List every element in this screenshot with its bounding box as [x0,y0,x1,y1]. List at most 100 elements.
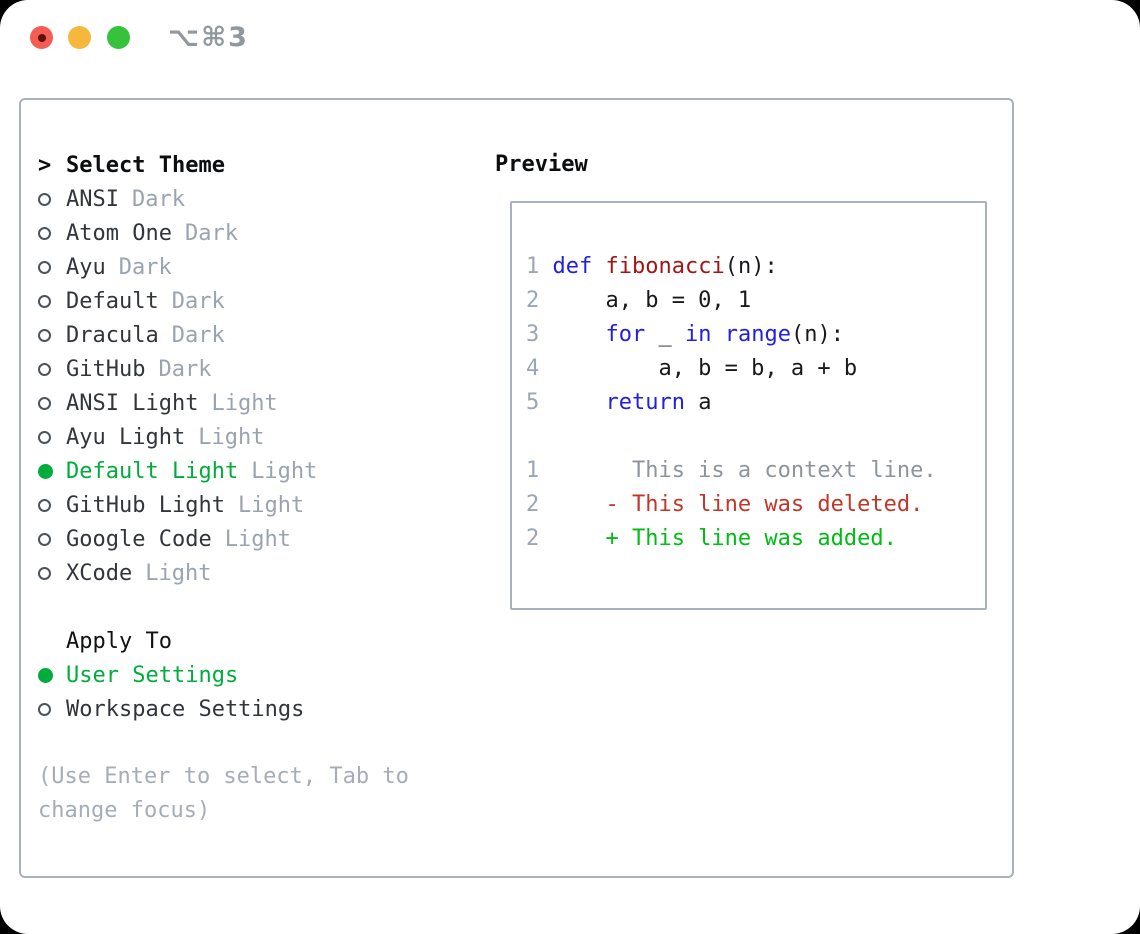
theme-variant-label: Light [211,390,278,416]
code-token-fn: fibonacci [605,254,725,279]
theme-variant-label: Light [198,424,265,450]
theme-option-label: Google Code [66,526,212,552]
theme-variant-label: Dark [131,186,185,212]
theme-option-atom-one[interactable]: Atom One Dark [38,216,488,250]
radio-dot-empty [38,260,51,274]
theme-variant-label: Dark [158,356,212,382]
code-token-pl [592,254,605,279]
radio-icon [38,328,66,342]
radio-dot-empty [38,566,51,580]
theme-option-ayu-light[interactable]: Ayu Light Light [38,420,488,454]
line-number: 1 [526,254,540,279]
theme-option-github[interactable]: GitHub Dark [38,352,488,386]
radio-icon [38,396,66,410]
theme-option-ayu[interactable]: Ayu Dark [38,250,488,284]
code-token-pl: a, b = 0, 1 [552,288,752,313]
preview-line: 3 for _ in range(n): [526,318,985,352]
code-token-kw: return [605,390,685,415]
theme-option-label: Default [66,288,159,314]
apply-option-workspace-settings[interactable]: Workspace Settings [38,692,488,726]
theme-variant-label: Dark [184,220,238,246]
theme-option-default-light[interactable]: Default Light Light [38,454,488,488]
code-token-pl: a, b = b, a + b [552,356,858,381]
code-token-kw: range [724,322,791,347]
zoom-button[interactable] [107,26,130,49]
line-number: 2 [526,492,540,517]
radio-dot-empty [38,226,51,240]
select-theme-header-label: Select Theme [66,152,225,178]
theme-variant-label: Dark [171,322,225,348]
line-number: 4 [526,356,540,381]
apply-option-user-settings[interactable]: User Settings [38,658,488,692]
line-number: 2 [526,288,540,313]
theme-variant-label: Light [224,526,291,552]
code-token-pl [552,322,605,347]
code-token-pl: a [684,390,712,415]
code-token-del: - This line was deleted. [552,492,924,517]
radio-icon [38,294,66,308]
theme-option-label: Ayu Light [66,424,186,450]
window-shortcut-label: ⌥⌘3 [168,22,249,53]
theme-option-label: ANSI [66,186,119,212]
code-token-pl: (n): [724,254,778,279]
code-token-kw: in [684,322,712,347]
theme-option-label: Default Light [66,458,239,484]
theme-variant-label: Dark [118,254,172,280]
radio-dot-empty [38,430,51,444]
radio-icon [38,226,66,240]
radio-dot-empty [38,328,51,342]
theme-option-label: GitHub Light [66,492,225,518]
minimize-button[interactable] [68,26,91,49]
code-token-pl: (n): [790,322,844,347]
radio-icon [38,260,66,274]
radio-dot-filled [38,667,53,683]
line-number: 3 [526,322,540,347]
radio-dot-empty [38,532,51,546]
select-theme-header: > Select Theme [38,148,488,182]
theme-option-ansi[interactable]: ANSI Dark [38,182,488,216]
theme-option-label: Ayu [66,254,106,280]
apply-option-label: Workspace Settings [66,696,305,722]
apply-to-header-label: Apply To [66,628,172,654]
code-token-pl: _ [645,322,685,347]
radio-icon [38,430,66,444]
code-token-kw: for [605,322,646,347]
radio-icon [38,566,66,580]
theme-option-label: ANSI Light [66,390,199,416]
code-token-add: + This line was added. [552,526,897,551]
code-token-kw: def [552,254,593,279]
theme-option-label: Atom One [66,220,172,246]
radio-icon [38,192,66,206]
code-token-ctx: This is a context line. [552,458,937,483]
theme-option-google-code[interactable]: Google Code Light [38,522,488,556]
radio-icon [38,702,66,716]
radio-dot-filled [38,463,53,479]
radio-icon [38,498,66,512]
cursor-icon: > [38,152,52,178]
preview-line: 1 This is a context line. [526,454,985,488]
hint-text: (Use Enter to select, Tab to change focu… [38,764,409,823]
theme-variant-label: Light [251,458,318,484]
theme-option-label: XCode [66,560,133,586]
theme-option-label: GitHub [66,356,146,382]
preview-title: Preview [495,152,588,177]
radio-dot-empty [38,294,51,308]
close-button[interactable] [30,26,53,49]
theme-option-ansi-light[interactable]: ANSI Light Light [38,386,488,420]
preview-line: 4 a, b = b, a + b [526,352,985,386]
preview-line [526,420,985,454]
radio-icon [38,362,66,376]
preview-line: 5 return a [526,386,985,420]
radio-selected-icon [38,667,66,683]
